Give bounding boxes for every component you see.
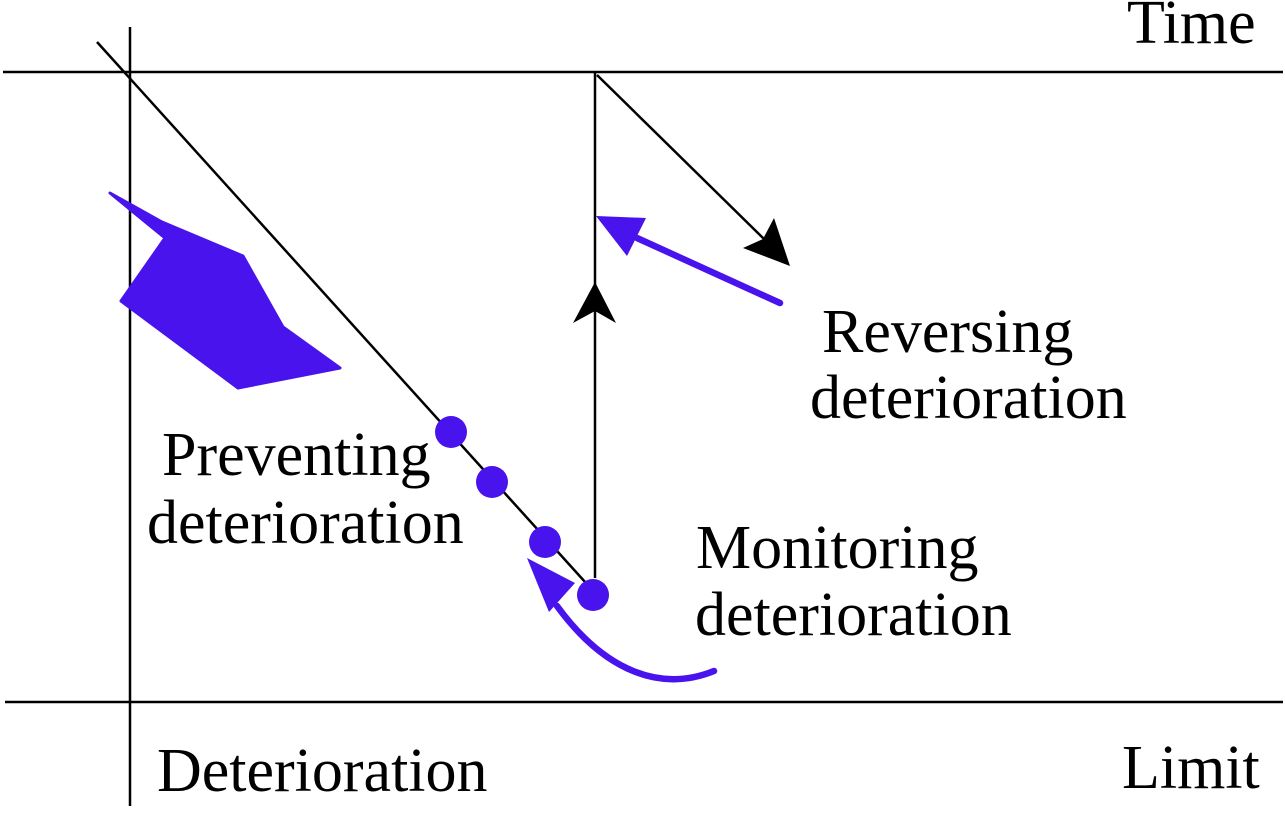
time-label: Time	[1127, 0, 1256, 57]
preventing-label-line2: deterioration	[147, 489, 464, 557]
limit-label: Limit	[1122, 734, 1260, 802]
restoration-arrowhead-icon	[573, 282, 616, 323]
preventing-block-arrow-icon	[108, 191, 342, 390]
relapse-line	[596, 74, 766, 241]
monitoring-arrowhead-icon	[527, 558, 575, 612]
deterioration-trend-line	[96, 41, 596, 594]
monitoring-dot	[476, 466, 508, 498]
relapse-arrowhead-icon	[743, 218, 790, 266]
monitoring-curved-arrow	[553, 602, 718, 683]
reversing-label-line1: Reversing	[822, 298, 1073, 366]
monitoring-label-line2: deterioration	[695, 581, 1012, 649]
monitoring-dot	[529, 526, 561, 558]
monitoring-dot	[435, 416, 467, 448]
reversing-arrow-line	[633, 234, 784, 307]
deterioration-axis-label: Deterioration	[157, 737, 488, 805]
monitoring-label-line1: Monitoring	[696, 514, 978, 582]
reversing-arrowhead-icon	[596, 216, 646, 256]
preventing-label-line1: Preventing	[162, 421, 431, 489]
reversing-label-line2: deterioration	[810, 364, 1127, 432]
monitoring-dot	[577, 579, 609, 611]
